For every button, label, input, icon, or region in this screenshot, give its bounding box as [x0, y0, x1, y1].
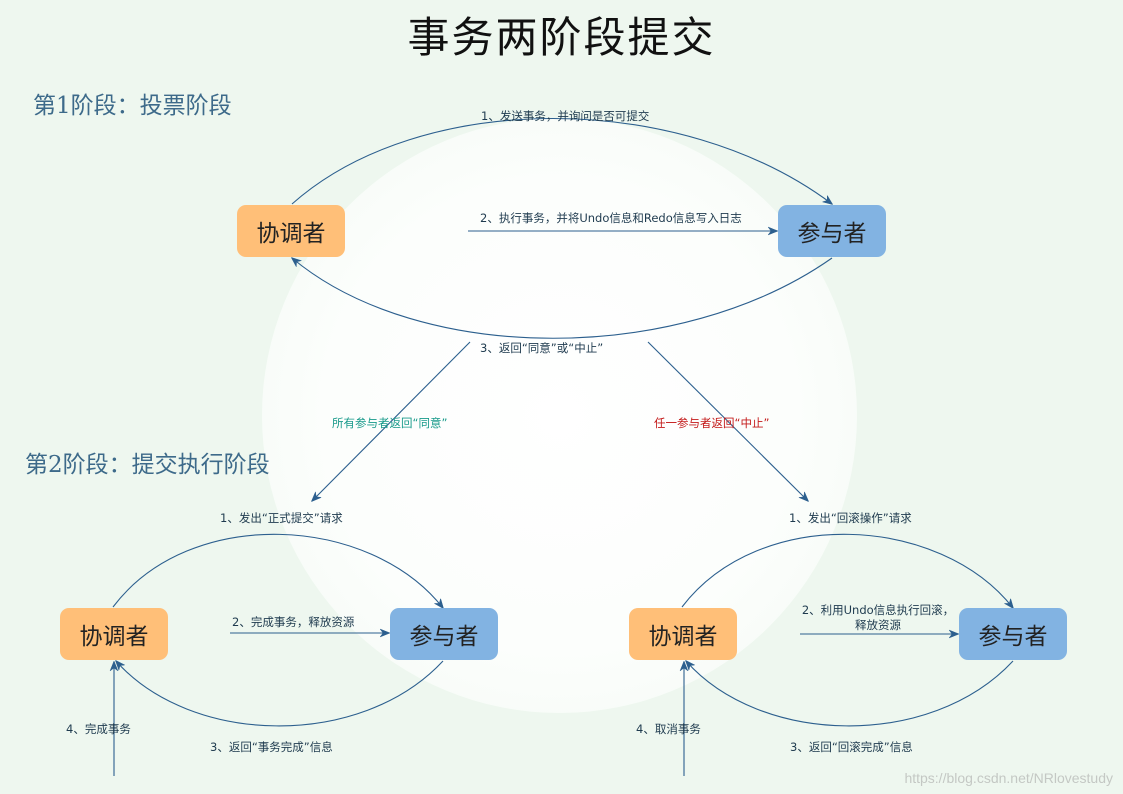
- p1-step1-label: 1、发送事务，并询问是否可提交: [481, 109, 650, 123]
- abort-step4-label: 4、取消事务: [636, 722, 701, 736]
- p1-reply-arrow: [292, 258, 833, 339]
- abort-step2-line2: 释放资源: [855, 618, 901, 632]
- commit-step4-label: 4、完成事务: [66, 722, 131, 736]
- abort-participant-node: 参与者: [959, 608, 1067, 660]
- background-glow: [262, 118, 857, 713]
- abort-reply-arrow: [686, 661, 1014, 727]
- branch-commit-arrow: [312, 341, 471, 501]
- p1-participant-node: 参与者: [778, 205, 886, 257]
- commit-step1-label: 1、发出“正式提交”请求: [220, 511, 343, 525]
- commit-coordinator-node: 协调者: [60, 608, 168, 660]
- p1-step3-label: 3、返回“同意”或“中止”: [480, 341, 604, 355]
- branch-abort-arrow: [647, 341, 808, 501]
- abort-step3-label: 3、返回“回滚完成”信息: [790, 740, 913, 754]
- abort-step2-label: 2、利用Undo信息执行回滚， 释放资源: [788, 603, 968, 633]
- abort-request-arrow: [681, 533, 1013, 608]
- abort-coordinator-node: 协调者: [629, 608, 737, 660]
- watermark: https://blog.csdn.net/NRlovestudy: [904, 770, 1113, 786]
- commit-participant-node: 参与者: [390, 608, 498, 660]
- p1-coordinator-node: 协调者: [237, 205, 345, 257]
- phase1-heading: 第1阶段：投票阶段: [33, 93, 232, 119]
- page-title: 事务两阶段提交: [407, 13, 716, 62]
- p1-step2-label: 2、执行事务，并将Undo信息和Redo信息写入日志: [480, 211, 742, 225]
- commit-reply-arrow: [116, 661, 444, 727]
- commit-step3-label: 3、返回“事务完成”信息: [210, 740, 333, 754]
- p1-request-arrow: [291, 118, 832, 205]
- abort-step2-line1: 2、利用Undo信息执行回滚，: [801, 603, 955, 617]
- abort-step1-label: 1、发出“回滚操作”请求: [789, 511, 912, 525]
- branch-abort-label: 任一参与者返回“中止”: [654, 416, 770, 430]
- commit-step2-label: 2、完成事务，释放资源: [232, 615, 355, 629]
- commit-request-arrow: [112, 533, 443, 608]
- phase2-heading: 第2阶段：提交执行阶段: [25, 452, 270, 478]
- branch-commit-label: 所有参与者返回“同意”: [332, 416, 448, 430]
